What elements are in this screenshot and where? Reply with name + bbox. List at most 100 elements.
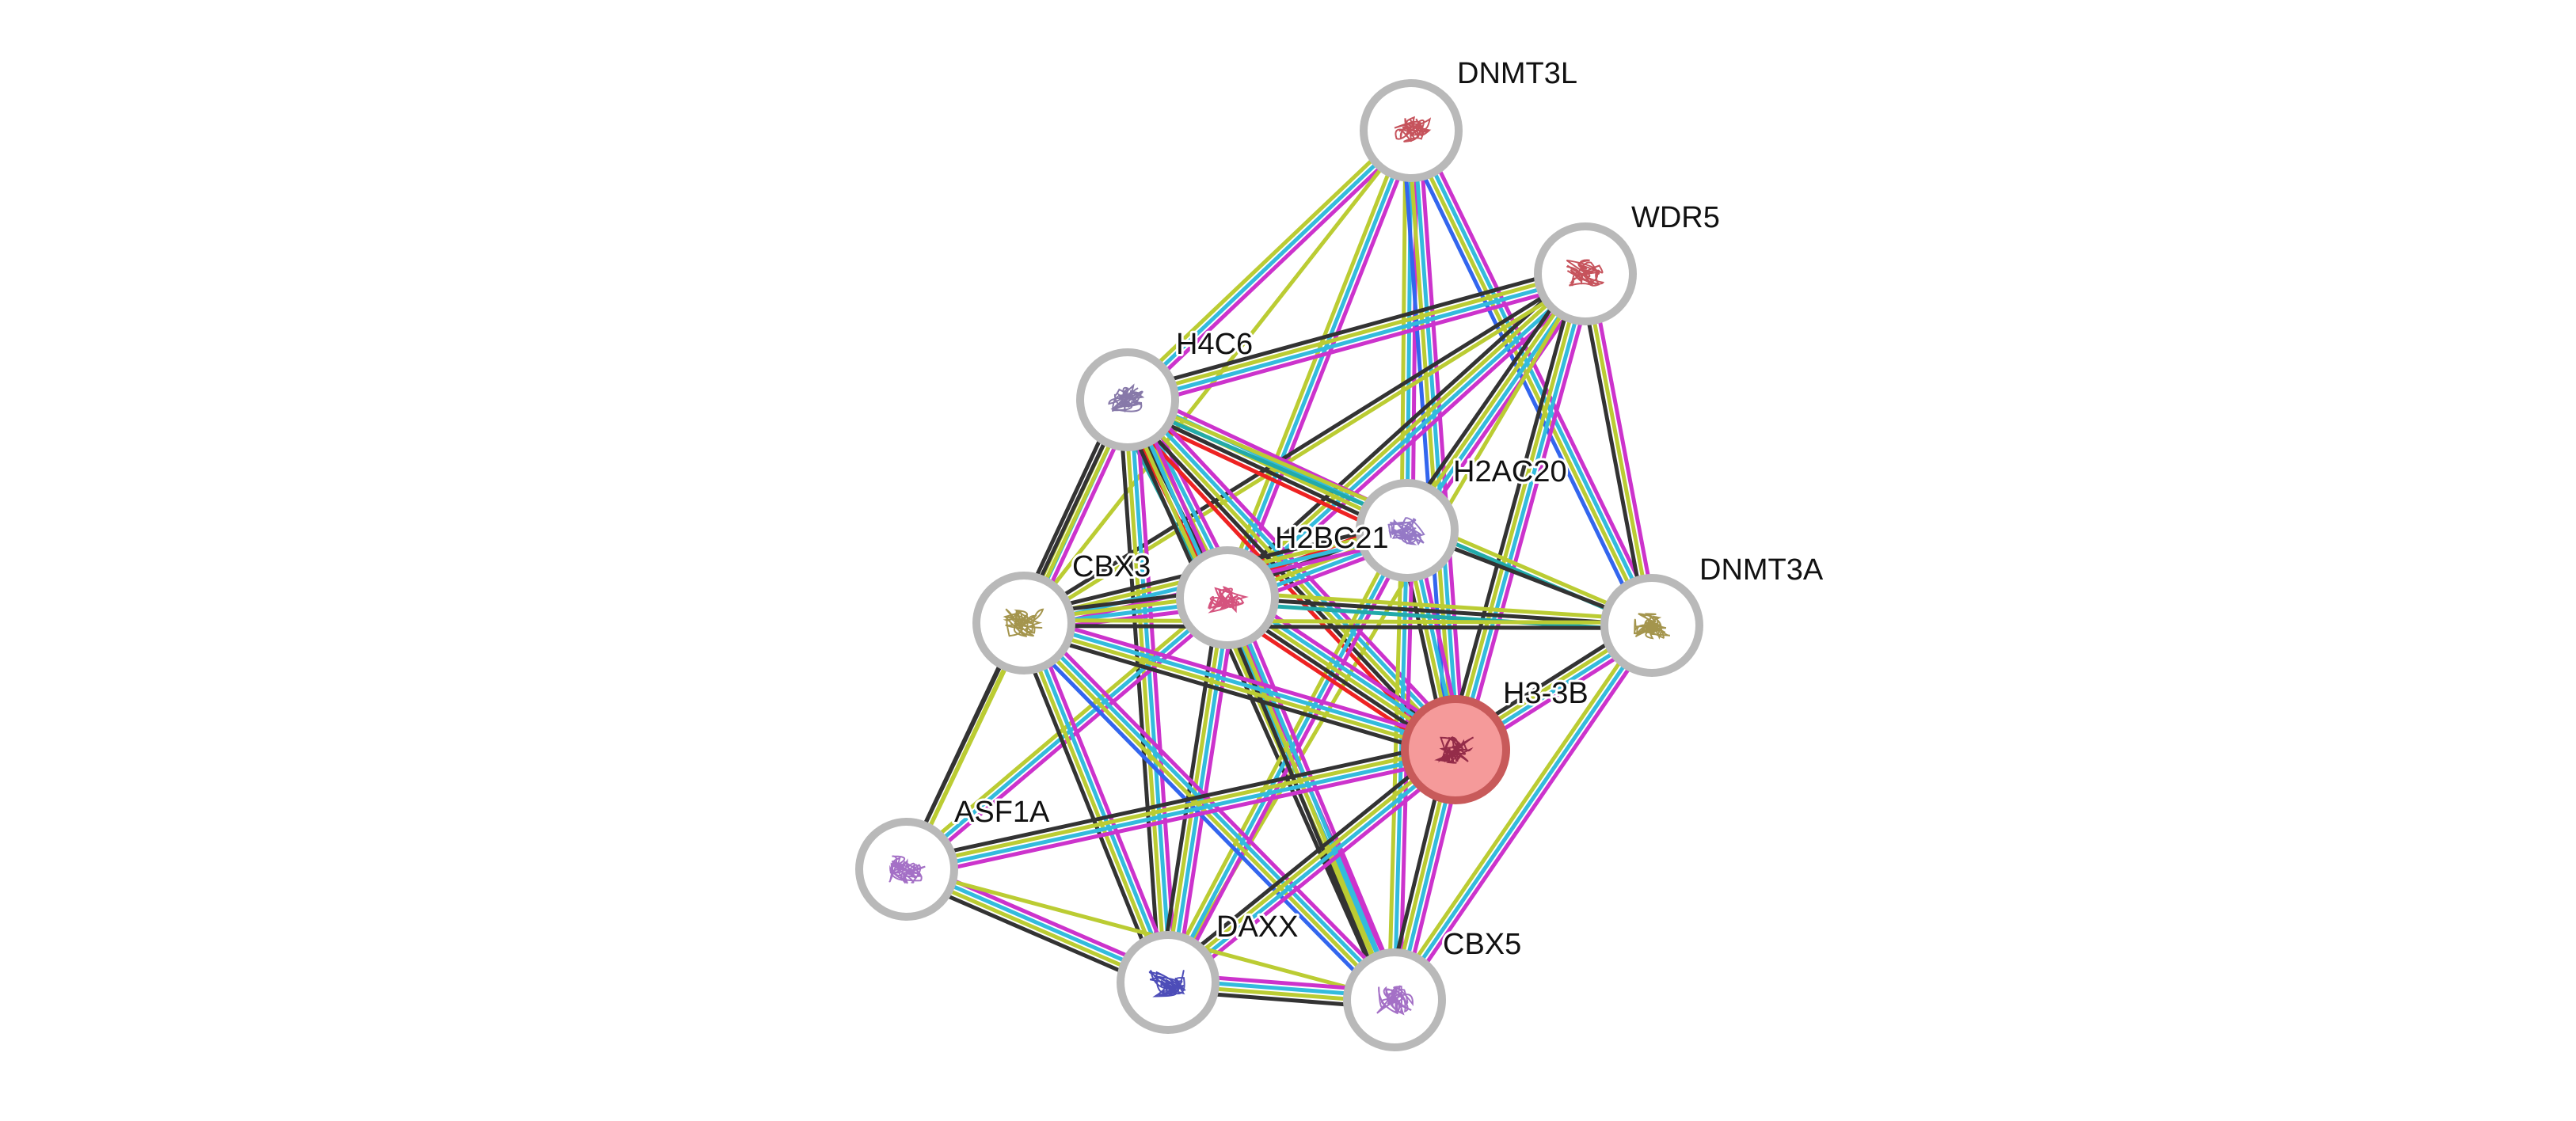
edge-WDR5-DNMT3A[interactable] bbox=[1577, 272, 1660, 627]
edge-H3-3B-ASF1A[interactable] bbox=[904, 739, 1458, 880]
edge-DNMT3L-H4C6[interactable] bbox=[1122, 125, 1417, 405]
edge-line-experiments bbox=[1029, 619, 1178, 981]
edge-line-coexpression bbox=[1124, 403, 1406, 538]
edge-line-coexpression bbox=[1118, 402, 1389, 1005]
edge-line-experiments bbox=[1461, 276, 1596, 753]
edge-line-experiments bbox=[1233, 594, 1405, 998]
edge-DNMT3A-CBX5[interactable] bbox=[1388, 621, 1658, 1005]
edge-line-experiments bbox=[1130, 133, 1417, 405]
node-DNMT3A[interactable]: DNMT3A bbox=[1600, 551, 1826, 677]
edge-H3-3B-DAXX[interactable] bbox=[1161, 741, 1463, 991]
edge-line-databases bbox=[1225, 130, 1414, 598]
edge-line-textmining bbox=[905, 745, 1455, 869]
edge-line-experiments bbox=[1417, 130, 1466, 750]
node-label: CBX3 bbox=[1072, 550, 1151, 583]
node-label: CBX5 bbox=[1443, 928, 1521, 961]
edge-line-coexpression bbox=[1577, 274, 1649, 627]
edge-line-databases bbox=[1024, 621, 1173, 982]
node-label: ASF1A bbox=[954, 796, 1050, 829]
protein-structure-icon bbox=[1148, 970, 1186, 998]
protein-structure-icon bbox=[1387, 517, 1425, 546]
edge-line-textmining bbox=[1126, 269, 1585, 400]
protein-structure-icon bbox=[1394, 116, 1432, 142]
node-H2AC20[interactable]: H2AC20 bbox=[1356, 453, 1570, 582]
edge-line-databases bbox=[1227, 595, 1399, 1000]
edge-line-databases bbox=[1411, 130, 1460, 750]
node-DAXX[interactable]: DAXX bbox=[1117, 908, 1300, 1034]
edge-line-coexpression bbox=[904, 739, 1455, 864]
edge-line-textmining bbox=[1403, 271, 1585, 530]
edge-line-experiments bbox=[1025, 613, 1459, 744]
edge-line-coexpression bbox=[1220, 266, 1581, 594]
edge-CBX3-DNMT3A[interactable] bbox=[1023, 618, 1653, 630]
edge-line-textmining bbox=[1227, 590, 1653, 622]
node-H4C6[interactable]: H4C6 bbox=[1076, 325, 1255, 451]
edge-line-experiments bbox=[1133, 399, 1178, 982]
node-label: H4C6 bbox=[1176, 328, 1253, 361]
node-label: DAXX bbox=[1216, 910, 1298, 944]
edge-line-textmining bbox=[1223, 598, 1395, 1002]
edge-line-databases bbox=[1128, 397, 1399, 1000]
edge-line-experiments bbox=[1589, 272, 1660, 625]
edge-line-databases bbox=[1024, 618, 1457, 750]
node-label: H3-3B bbox=[1503, 677, 1589, 710]
edge-line-gene_fusion bbox=[1122, 408, 1404, 542]
protein-structure-icon bbox=[1434, 736, 1474, 764]
edge-line-experiments bbox=[1129, 279, 1589, 410]
edge-line-experiments bbox=[1397, 627, 1658, 1005]
node-CBX5[interactable]: CBX5 bbox=[1343, 925, 1524, 1051]
edge-line-databases bbox=[907, 750, 1457, 874]
protein-structure-icon bbox=[1003, 608, 1044, 637]
edge-line-textmining bbox=[1123, 400, 1168, 983]
edge-WDR5-H4C6[interactable] bbox=[1124, 264, 1589, 410]
edge-line-coexpression bbox=[1023, 624, 1652, 630]
edge-CBX3-DAXX[interactable] bbox=[1014, 619, 1178, 986]
edge-line-coexpression bbox=[1117, 400, 1162, 983]
edge-line-experiments bbox=[907, 755, 1458, 880]
node-CBX3[interactable]: CBX3 bbox=[972, 548, 1153, 674]
node-label: WDR5 bbox=[1631, 201, 1720, 234]
node-WDR5[interactable]: WDR5 bbox=[1534, 199, 1722, 325]
edge-line-coexpression bbox=[1014, 625, 1162, 986]
edge-line-textmining bbox=[1388, 621, 1649, 998]
node-H2BC21[interactable]: H2BC21 bbox=[1176, 519, 1391, 649]
edge-line-coexpression bbox=[1124, 264, 1584, 394]
protein-structure-icon bbox=[1566, 259, 1604, 287]
edge-line-databases bbox=[1168, 750, 1459, 986]
node-H3-3B[interactable]: H3-3B bbox=[1401, 674, 1591, 804]
edge-H2BC21-CBX5[interactable] bbox=[1217, 594, 1405, 1004]
node-label: H2BC21 bbox=[1275, 522, 1389, 555]
edge-line-textmining bbox=[1022, 623, 1455, 754]
edge-line-coexpression bbox=[1161, 741, 1452, 978]
protein-structure-icon bbox=[1108, 383, 1145, 412]
edge-line-databases bbox=[1126, 129, 1413, 401]
edge-line-experiments bbox=[1231, 131, 1418, 601]
edge-line-textmining bbox=[1406, 131, 1652, 628]
edge-line-databases bbox=[1128, 399, 1173, 982]
edge-line-textmining bbox=[1451, 272, 1585, 750]
protein-structure-icon bbox=[1376, 985, 1414, 1016]
edge-WDR5-H3-3B[interactable] bbox=[1445, 271, 1596, 753]
edge-line-textmining bbox=[1165, 746, 1455, 982]
edge-H4C6-DAXX[interactable] bbox=[1117, 399, 1178, 983]
edge-line-databases bbox=[1455, 274, 1590, 751]
node-label: DNMT3A bbox=[1699, 553, 1824, 587]
edge-line-coexpression bbox=[1021, 269, 1585, 623]
edge-line-textmining bbox=[1406, 131, 1455, 750]
edges-layer bbox=[901, 125, 1661, 1010]
protein-structure-icon bbox=[1633, 613, 1670, 640]
node-ASF1A[interactable]: ASF1A bbox=[855, 793, 1052, 921]
edge-line-databases bbox=[1227, 274, 1589, 602]
edge-line-experiments bbox=[1172, 754, 1463, 991]
edge-line-databases bbox=[1411, 128, 1657, 625]
edge-line-textmining bbox=[1122, 125, 1409, 397]
edge-line-textmining bbox=[1163, 597, 1227, 982]
edge-CBX3-H3-3B[interactable] bbox=[1021, 613, 1459, 760]
edge-line-experiments bbox=[1417, 126, 1661, 623]
edge-WDR5-CBX3[interactable] bbox=[1021, 269, 1589, 628]
edge-line-textmining bbox=[1583, 273, 1654, 626]
node-DNMT3L[interactable]: DNMT3L bbox=[1360, 55, 1580, 182]
edge-line-coexpression bbox=[1445, 271, 1580, 748]
